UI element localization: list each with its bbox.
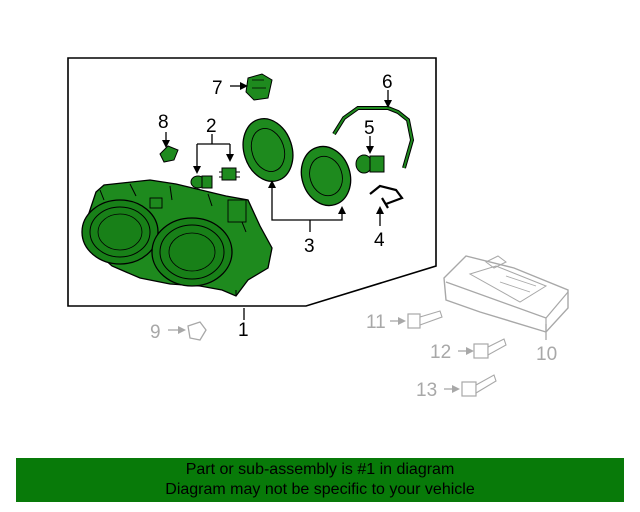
parts-diagram: 1 2 3 4 5 6 7 8 9 10 11 12 13 <box>67 57 569 401</box>
bulb-part-8[interactable] <box>159 145 179 163</box>
callout-4: 4 <box>374 230 385 251</box>
callout-2: 2 <box>206 116 217 137</box>
callout-5: 5 <box>364 118 375 139</box>
leader-3 <box>271 184 343 232</box>
headlamp-assembly[interactable] <box>81 179 273 297</box>
callout-1: 1 <box>238 320 249 341</box>
bolt-part-13[interactable] <box>461 374 497 397</box>
bulb-part-5[interactable] <box>355 154 385 174</box>
info-banner: Part or sub-assembly is #1 in diagram Di… <box>16 458 624 502</box>
bulb-socket-part-2[interactable] <box>190 167 240 189</box>
cover-part-3-right[interactable] <box>294 140 358 212</box>
assembly-box <box>67 57 437 307</box>
callout-9: 9 <box>150 322 161 343</box>
callout-7: 7 <box>212 78 223 99</box>
callout-11: 11 <box>366 312 386 333</box>
callout-13: 13 <box>416 380 437 401</box>
callout-3: 3 <box>304 236 315 257</box>
banner-line-1: Part or sub-assembly is #1 in diagram <box>185 461 455 478</box>
callout-12: 12 <box>430 342 451 363</box>
cover-part-3-left[interactable] <box>235 112 300 188</box>
bolt-part-12[interactable] <box>473 338 507 359</box>
connector-part-7[interactable] <box>245 73 273 101</box>
clip-part-4[interactable] <box>369 184 404 209</box>
banner-line-2: Diagram may not be specific to your vehi… <box>165 481 475 498</box>
callout-6: 6 <box>382 72 393 93</box>
leader-2 <box>196 134 231 172</box>
cap-part-9[interactable] <box>187 321 207 341</box>
control-module-part-10[interactable] <box>443 255 569 333</box>
screw-part-11[interactable] <box>407 310 443 329</box>
callout-8: 8 <box>158 112 169 133</box>
callout-10: 10 <box>536 344 557 365</box>
